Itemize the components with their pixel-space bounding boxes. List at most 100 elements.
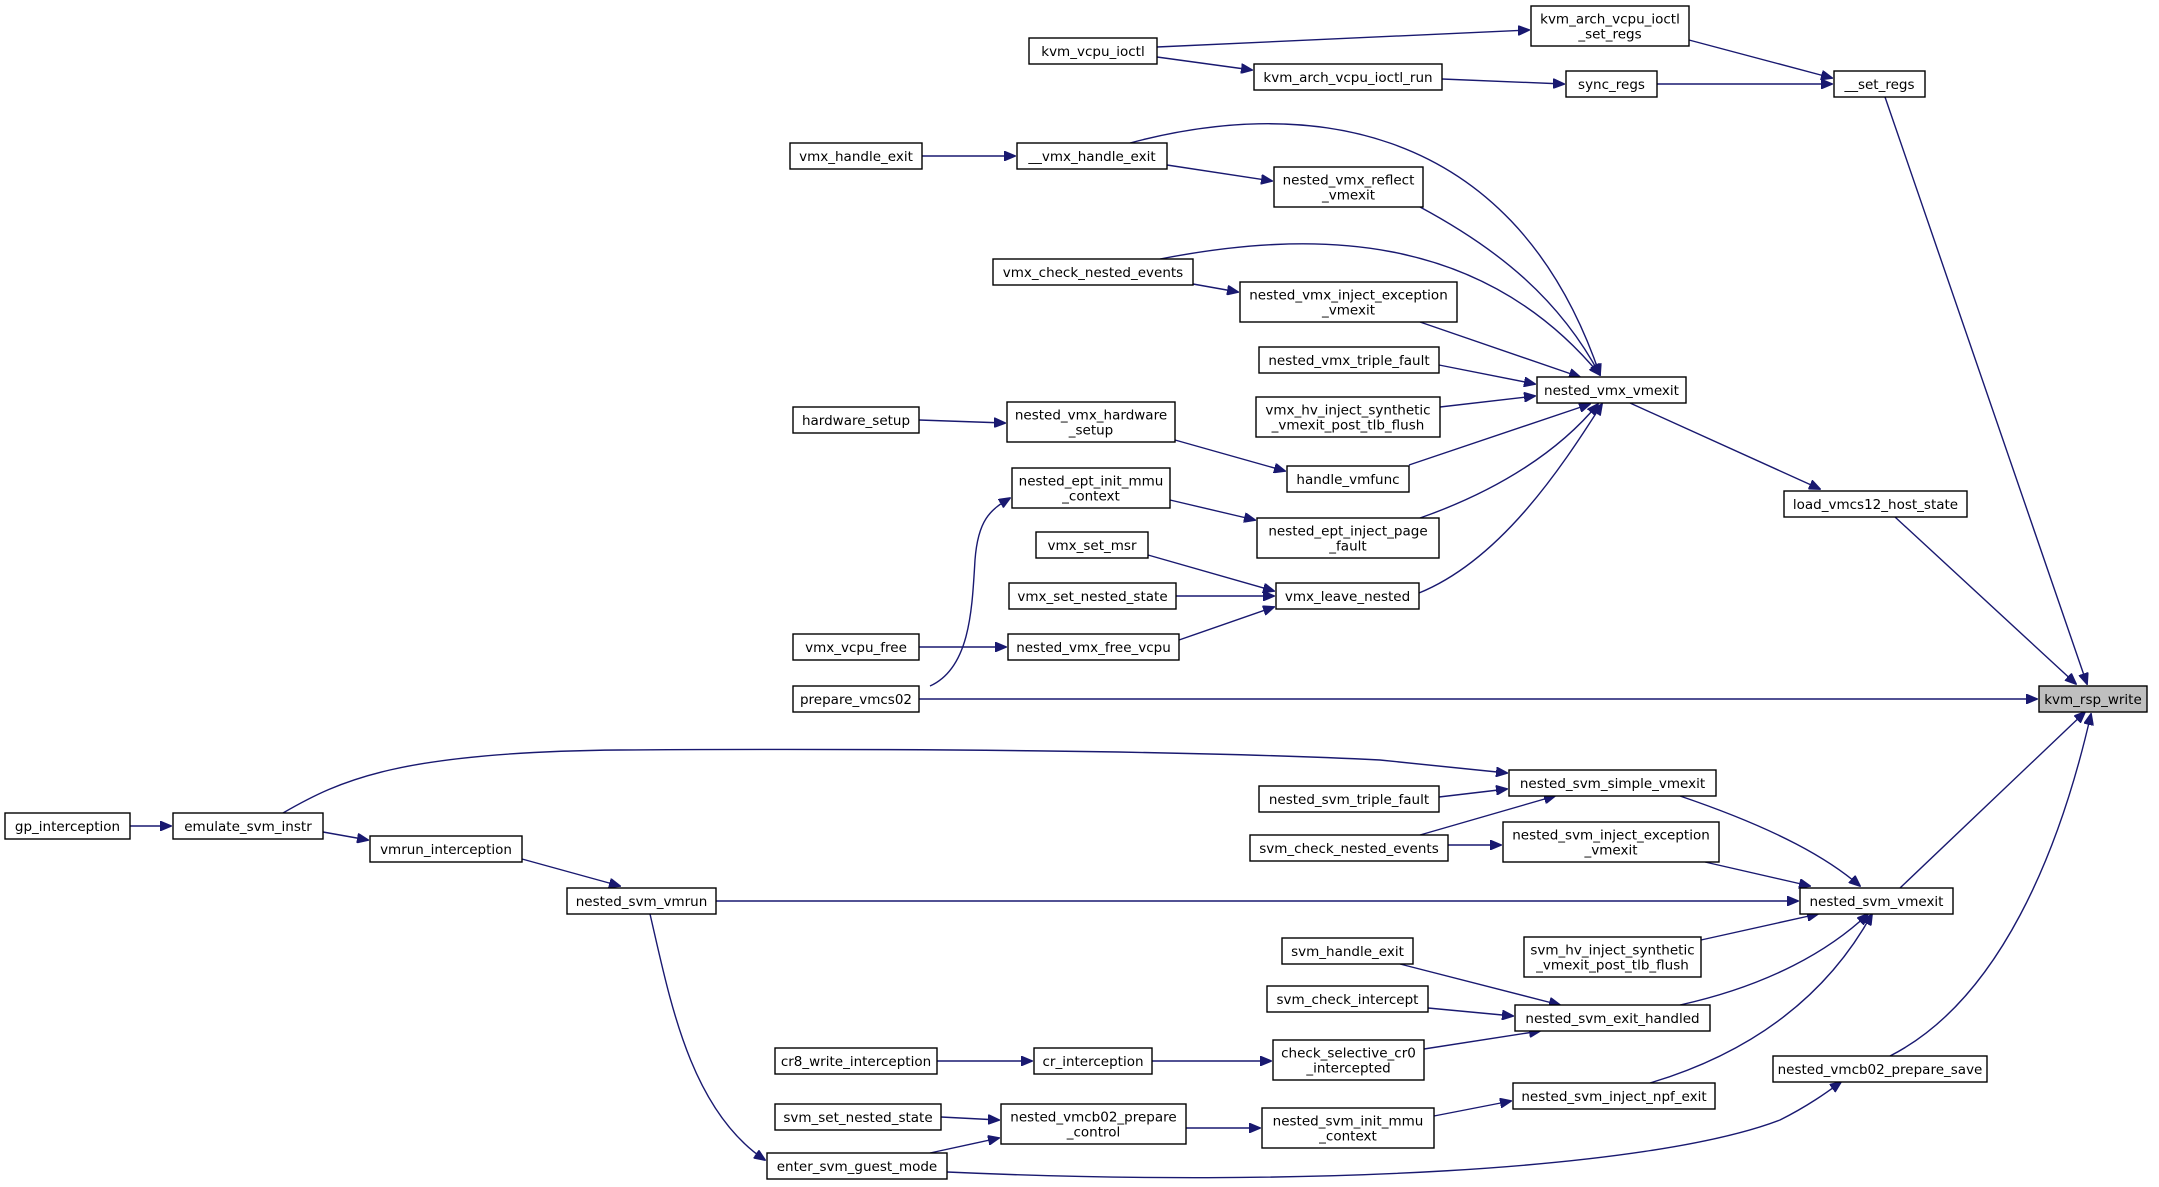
edge-set_regs-to-kvm_rsp_write xyxy=(1884,96,2087,684)
node-nested_svm_exit_handled[interactable]: nested_svm_exit_handled xyxy=(1514,1004,1711,1032)
node-__vmx_handle_exit[interactable]: __vmx_handle_exit xyxy=(1016,142,1168,170)
node-kvm_arch_vcpu_ioctl_set_regs[interactable]: kvm_arch_vcpu_ioctl_set_regs xyxy=(1530,5,1690,47)
node-vmx_leave_nested[interactable]: vmx_leave_nested xyxy=(1275,582,1420,610)
node-label: vmx_set_nested_state xyxy=(1017,589,1167,605)
node-box xyxy=(1253,63,1443,91)
edge-nested_svm_inject_exception_vmexit-to-nested_svm_vmexit xyxy=(1704,861,1810,886)
node-nested_vmx_inject_exception_vmexit[interactable]: nested_vmx_inject_exception_vmexit xyxy=(1239,281,1458,323)
node-check_selective_cr0_intercepted[interactable]: check_selective_cr0_intercepted xyxy=(1272,1039,1425,1081)
node-vmx_check_nested_events[interactable]: vmx_check_nested_events xyxy=(992,258,1194,286)
edge-vmx_check_nested_events-to-nested_vmx_inject_exception_vmexit xyxy=(1192,283,1238,292)
node-box xyxy=(1523,936,1702,978)
node-kvm_vcpu_ioctl[interactable]: kvm_vcpu_ioctl xyxy=(1028,37,1158,65)
edge-nested_svm_vmexit-to-kvm_rsp_write xyxy=(1899,712,2085,889)
node-vmx_handle_exit[interactable]: vmx_handle_exit xyxy=(789,142,923,170)
edge-nested_vmx_inject_exception_vmexit-to-nested_vmx_vmexit xyxy=(1419,321,1580,377)
node-box xyxy=(1833,70,1926,98)
node-hardware_setup[interactable]: hardware_setup xyxy=(792,406,920,434)
node-vmrun_interception[interactable]: vmrun_interception xyxy=(369,835,523,863)
node-vmx_set_msr[interactable]: vmx_set_msr xyxy=(1035,531,1149,559)
edge-nested_svm_exit_handled-to-nested_svm_vmexit xyxy=(1679,914,1868,1006)
node-svm_check_nested_events[interactable]: svm_check_nested_events xyxy=(1249,834,1449,862)
node-nested_vmcb02_prepare_save[interactable]: nested_vmcb02_prepare_save xyxy=(1772,1055,1988,1083)
node-label: load_vmcs12_host_state xyxy=(1793,497,1958,513)
node-box xyxy=(1514,1004,1711,1032)
node-label: nested_vmx_vmexit xyxy=(1544,383,1679,399)
node-kvm_arch_vcpu_ioctl_run[interactable]: kvm_arch_vcpu_ioctl_run xyxy=(1253,63,1443,91)
node-box xyxy=(1028,37,1158,65)
node-nested_svm_triple_fault[interactable]: nested_svm_triple_fault xyxy=(1258,785,1440,813)
nodes-layer: kvm_rsp_write __set_regs kvm_arch_vcpu_ioc… xyxy=(4,5,2148,1180)
node-label: nested_vmx_inject_exception xyxy=(1249,288,1448,304)
node-label: vmx_set_msr xyxy=(1048,538,1137,554)
node-vmx_hv_inject_synthetic[interactable]: vmx_hv_inject_synthetic_vmexit_post_tlb_… xyxy=(1255,396,1441,438)
node-nested_svm_inject_exception_vmexit[interactable]: nested_svm_inject_exception_vmexit xyxy=(1502,821,1720,863)
node-load_vmcs12_host_state[interactable]: load_vmcs12_host_state xyxy=(1783,490,1968,518)
edge-nested_vmx_reflect_vmexit-to-nested_vmx_vmexit xyxy=(1419,206,1600,375)
node-box xyxy=(1016,142,1168,170)
node-nested_vmx_reflect_vmexit[interactable]: nested_vmx_reflect_vmexit xyxy=(1273,166,1424,208)
node-nested_vmcb02_prepare_control[interactable]: nested_vmcb02_prepare_control xyxy=(1000,1103,1187,1145)
node-sync_regs[interactable]: sync_regs xyxy=(1565,70,1658,98)
node-cr8_write_interception[interactable]: cr8_write_interception xyxy=(774,1047,938,1075)
node-box xyxy=(1273,166,1424,208)
node-label: _intercepted xyxy=(1305,1061,1390,1077)
node-label: cr8_write_interception xyxy=(781,1054,931,1070)
node-nested_svm_init_mmu_context[interactable]: nested_svm_init_mmu_context xyxy=(1261,1107,1435,1149)
edge-svm_handle_exit-to-nested_svm_exit_handled xyxy=(1399,963,1560,1005)
node-label: vmx_hv_inject_synthetic xyxy=(1265,403,1430,419)
edge-vmx_hv_inject_synthetic-to-nested_vmx_vmexit xyxy=(1439,396,1535,408)
node-handle_vmfunc[interactable]: handle_vmfunc xyxy=(1286,465,1410,493)
node-gp_interception[interactable]: gp_interception xyxy=(4,812,131,840)
node-box xyxy=(792,685,920,713)
node-box xyxy=(1000,1103,1187,1145)
node-nested_ept_init_mmu_context[interactable]: nested_ept_init_mmu_context xyxy=(1011,467,1171,509)
node-set_regs[interactable]: __set_regs xyxy=(1833,70,1926,98)
node-box xyxy=(566,887,717,915)
edge-nested_svm_simple_vmexit-to-nested_svm_vmexit xyxy=(1679,795,1860,886)
node-box xyxy=(1011,467,1171,509)
node-svm_handle_exit[interactable]: svm_handle_exit xyxy=(1281,937,1414,965)
node-nested_svm_vmexit[interactable]: nested_svm_vmexit xyxy=(1799,887,1954,915)
edge-__vmx_handle_exit-to-nested_vmx_reflect_vmexit xyxy=(1166,164,1272,181)
node-label: _context xyxy=(1061,489,1120,505)
node-nested_vmx_triple_fault[interactable]: nested_vmx_triple_fault xyxy=(1258,346,1440,374)
node-label: svm_hv_inject_synthetic xyxy=(1530,943,1694,959)
edge-svm_check_intercept-to-nested_svm_exit_handled xyxy=(1427,1007,1513,1016)
node-prepare_vmcs02[interactable]: prepare_vmcs02 xyxy=(792,685,920,713)
node-vmx_set_nested_state[interactable]: vmx_set_nested_state xyxy=(1008,582,1177,610)
node-box xyxy=(1008,582,1177,610)
node-nested_ept_inject_page_fault[interactable]: nested_ept_inject_page_fault xyxy=(1256,517,1440,559)
edge-prepare_vmcs02-to-nested_ept_init_mmu_context xyxy=(929,498,1010,687)
node-nested_svm_vmrun[interactable]: nested_svm_vmrun xyxy=(566,887,717,915)
node-nested_vmx_hardware_setup[interactable]: nested_vmx_hardware_setup xyxy=(1006,401,1176,443)
node-box xyxy=(1258,785,1440,813)
node-nested_vmx_free_vcpu[interactable]: nested_vmx_free_vcpu xyxy=(1007,633,1180,661)
node-box xyxy=(1508,769,1717,797)
node-label: nested_vmcb02_prepare xyxy=(1010,1110,1176,1126)
node-label: emulate_svm_instr xyxy=(184,819,312,835)
node-label: _vmexit_post_tlb_flush xyxy=(1535,958,1689,974)
node-enter_svm_guest_mode[interactable]: enter_svm_guest_mode xyxy=(766,1152,948,1180)
node-box xyxy=(789,142,923,170)
node-label: nested_svm_triple_fault xyxy=(1269,792,1429,808)
node-nested_svm_simple_vmexit[interactable]: nested_svm_simple_vmexit xyxy=(1508,769,1717,797)
node-label: vmx_check_nested_events xyxy=(1003,265,1183,281)
edge-load_vmcs12_host_state-to-kvm_rsp_write xyxy=(1894,516,2076,684)
node-kvm_rsp_write[interactable]: kvm_rsp_write xyxy=(2038,685,2148,713)
node-vmx_vcpu_free[interactable]: vmx_vcpu_free xyxy=(792,633,920,661)
node-cr_interception[interactable]: cr_interception xyxy=(1033,1047,1153,1075)
node-emulate_svm_instr[interactable]: emulate_svm_instr xyxy=(172,812,324,840)
node-label: nested_svm_init_mmu xyxy=(1273,1114,1424,1130)
node-svm_set_nested_state[interactable]: svm_set_nested_state xyxy=(774,1103,942,1131)
node-label: nested_svm_simple_vmexit xyxy=(1520,776,1705,792)
node-svm_hv_inject_synthetic[interactable]: svm_hv_inject_synthetic_vmexit_post_tlb_… xyxy=(1523,936,1702,978)
node-svm_check_intercept[interactable]: svm_check_intercept xyxy=(1266,985,1429,1013)
node-label: svm_check_nested_events xyxy=(1259,841,1439,857)
node-label: vmx_vcpu_free xyxy=(805,640,907,656)
node-label: nested_svm_inject_npf_exit xyxy=(1521,1089,1706,1105)
node-label: handle_vmfunc xyxy=(1296,472,1399,488)
node-nested_svm_inject_npf_exit[interactable]: nested_svm_inject_npf_exit xyxy=(1512,1082,1716,1110)
node-nested_vmx_vmexit[interactable]: nested_vmx_vmexit xyxy=(1536,376,1687,404)
